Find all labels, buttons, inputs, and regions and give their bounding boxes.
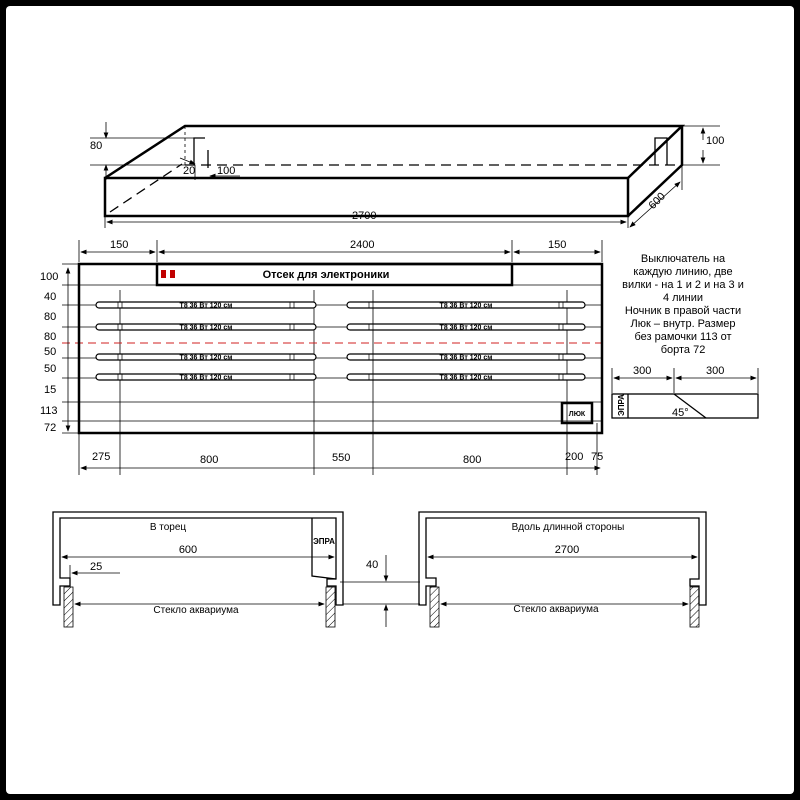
bottom-dim: 550: [332, 452, 350, 464]
lamp-tube: Т8 36 Вт 120 см: [95, 301, 317, 310]
glass-wall: [325, 586, 336, 628]
switch-icon[interactable]: [170, 270, 175, 278]
lamp-label: Т8 36 Вт 120 см: [180, 325, 233, 332]
glass-wall: [689, 586, 700, 628]
top-dim-center: 2400: [350, 239, 374, 251]
top-dim-left: 150: [110, 239, 128, 251]
offset-dim: 25: [90, 561, 102, 573]
dim-80: 80: [90, 140, 102, 152]
svg-text:Ночник в правой части: Ночник в правой части: [625, 305, 741, 317]
lamp-tube: Т8 36 Вт 120 см: [346, 353, 586, 362]
bottom-dim: 800: [200, 454, 218, 466]
sheet-background: [6, 6, 794, 794]
width-dim: 600: [179, 544, 197, 556]
left-dim: 50: [44, 363, 56, 375]
side-detail: 300 300 ЭПРА 45°: [611, 365, 759, 419]
top-view: 150 2400 150 Отсек для электроники Т8: [40, 239, 604, 475]
lamp-label: Т8 36 Вт 120 см: [180, 355, 233, 362]
lamp-tube: Т8 36 Вт 120 см: [346, 301, 586, 310]
glass-label: Стекло аквариума: [153, 605, 239, 616]
hatch-label: ЛЮК: [569, 411, 586, 418]
glass-wall: [429, 586, 440, 628]
lamp-label: Т8 36 Вт 120 см: [440, 375, 493, 382]
svg-text:борта 72: борта 72: [661, 344, 706, 356]
compartment-label: Отсек для электроники: [263, 269, 390, 281]
left-dim: 80: [44, 311, 56, 323]
dim-100-small: 100: [217, 165, 235, 177]
svg-text:вилки - на 1 и 2 и на 3 и: вилки - на 1 и 2 и на 3 и: [622, 279, 744, 291]
dim-20: 20: [183, 165, 195, 177]
lamp-tube: Т8 36 Вт 120 см: [95, 353, 317, 362]
section-long: Вдоль длинной стороны 2700 Стекло аквари…: [418, 511, 707, 628]
glass-label: Стекло аквариума: [513, 604, 599, 615]
angle-label: 45°: [672, 407, 689, 419]
ballast-label: ЭПРА: [617, 394, 626, 416]
bottom-dim: 200: [565, 451, 583, 463]
iso-view: 80 20 100 100 2700 600: [90, 122, 724, 228]
left-dim: 40: [44, 291, 56, 303]
left-dim: 113: [40, 405, 58, 417]
electronics-compartment: [155, 262, 514, 287]
width-dim: 2700: [555, 544, 579, 556]
left-dim: 100: [40, 271, 58, 283]
lamps: Т8 36 Вт 120 см Т8 36 Вт 120 см Т8 36 Вт 1…: [95, 301, 586, 382]
section-title: Вдоль длинной стороны: [512, 522, 625, 533]
side-dim: 300: [633, 365, 651, 377]
section-title: В торец: [150, 522, 187, 533]
note: Выключатель на каждую линию, две вилки -…: [622, 253, 744, 356]
svg-text:Выключатель на: Выключатель на: [641, 253, 726, 265]
svg-text:Люк – внутр. Размер: Люк – внутр. Размер: [630, 318, 735, 330]
svg-text:без рамочки 113 от: без рамочки 113 от: [634, 331, 731, 343]
glass-wall: [63, 586, 74, 628]
lamp-tube: Т8 36 Вт 120 см: [346, 323, 586, 332]
gap-value: 40: [366, 559, 378, 571]
bottom-dim: 75: [591, 451, 603, 463]
box-front-face: [103, 176, 630, 218]
bottom-dim: 275: [92, 451, 110, 463]
top-dim-right: 150: [548, 239, 566, 251]
lamp-tube: Т8 36 Вт 120 см: [95, 323, 317, 332]
lamp-tube: Т8 36 Вт 120 см: [95, 373, 317, 382]
lamp-tube: Т8 36 Вт 120 см: [346, 373, 586, 382]
dim-height: 100: [706, 135, 724, 147]
lamp-label: Т8 36 Вт 120 см: [440, 325, 493, 332]
side-dim: 300: [706, 365, 724, 377]
lamp-label: Т8 36 Вт 120 см: [180, 303, 233, 310]
left-dim: 72: [44, 422, 56, 434]
svg-text:каждую линию, две: каждую линию, две: [633, 266, 732, 278]
left-dim: 80: [44, 331, 56, 343]
gap-dim: 40: [340, 555, 420, 627]
lamp-label: Т8 36 Вт 120 см: [440, 303, 493, 310]
hatch-box[interactable]: [560, 401, 594, 425]
lamp-label: Т8 36 Вт 120 см: [440, 355, 493, 362]
switch-icon[interactable]: [161, 270, 166, 278]
bottom-dim: 800: [463, 454, 481, 466]
left-dim: 15: [44, 384, 56, 396]
ballast-label: ЭПРА: [313, 537, 335, 546]
left-dim: 50: [44, 346, 56, 358]
dim-length: 2700: [352, 210, 376, 222]
section-end: В торец ЭПРА 600 25 Стекло аквариума: [52, 511, 344, 628]
svg-text:4 линии: 4 линии: [663, 292, 703, 304]
lamp-label: Т8 36 Вт 120 см: [180, 375, 233, 382]
